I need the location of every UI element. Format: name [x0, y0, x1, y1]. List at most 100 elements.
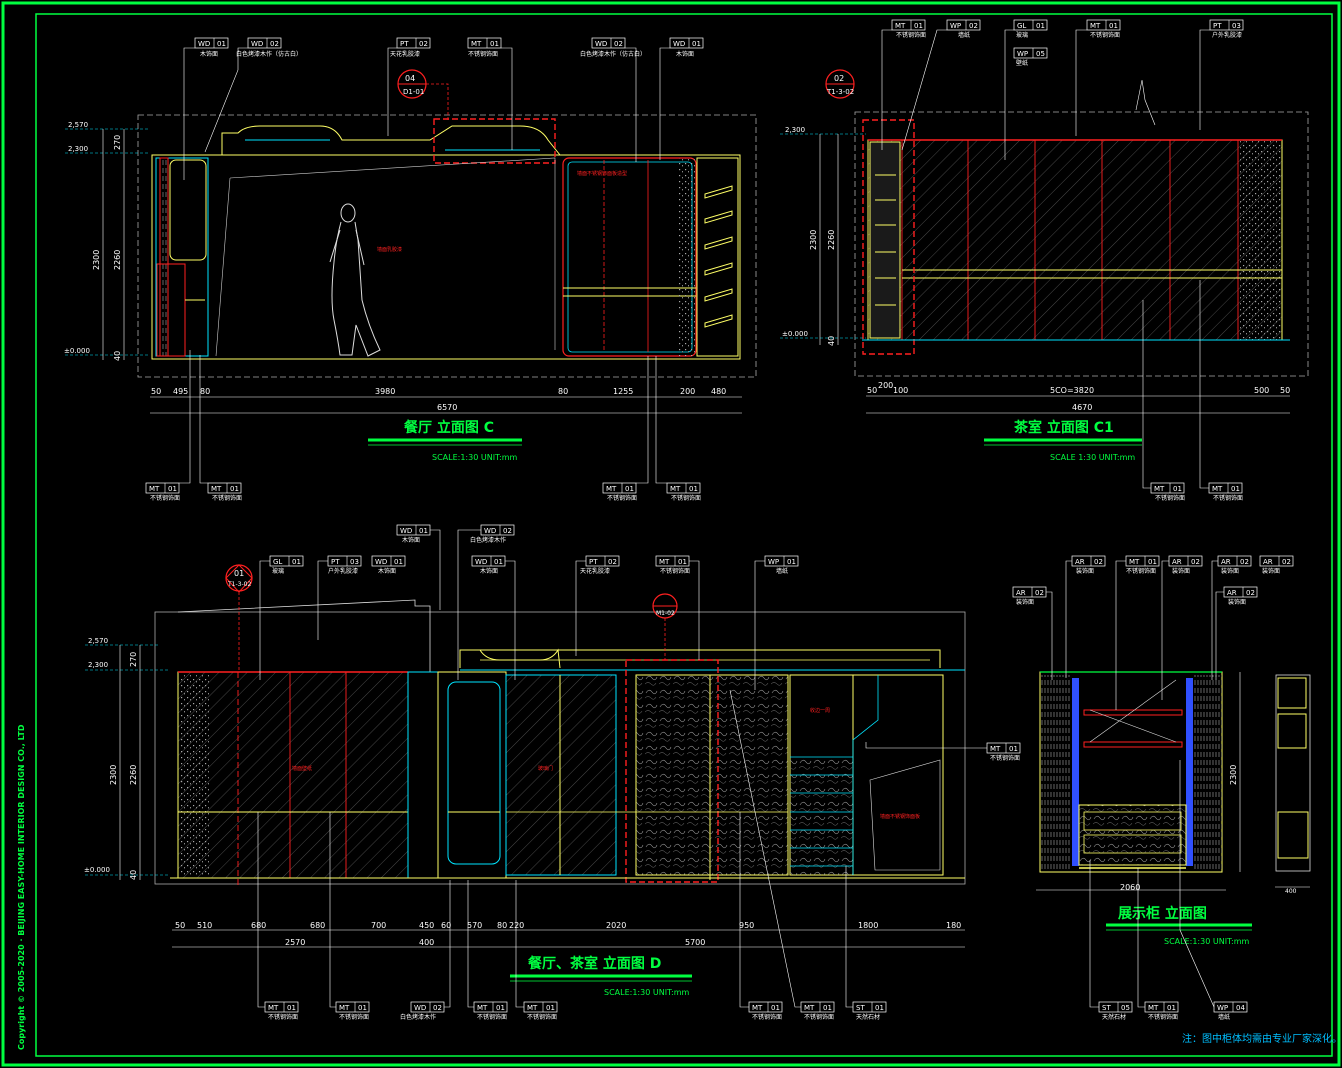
bdim: 950	[739, 921, 754, 930]
tag-description: 装饰面	[1076, 567, 1094, 575]
bdim: 80	[558, 387, 568, 396]
tag-description: 户外乳胶漆	[328, 567, 358, 575]
tag-description: 墙纸	[1218, 1013, 1230, 1021]
tag-code: MT	[477, 1004, 488, 1012]
tag-description: 壁纸	[1016, 59, 1028, 67]
bdim: 400	[1285, 888, 1297, 895]
tag-description: 不锈钢饰面	[607, 494, 637, 502]
tag-code: MT	[149, 485, 160, 493]
tag-line	[1086, 19, 1121, 31]
tag-code: GL	[273, 558, 282, 566]
tag-line	[1013, 19, 1048, 31]
bdim: 700	[371, 921, 386, 930]
view-title: 茶室 立面图 C1	[1013, 419, 1114, 436]
tag-code: WD	[595, 40, 607, 48]
section-ref: D1-01	[403, 88, 424, 96]
elevation-c1: 02 T1-3-02 2,300 ±0.000 2300 2260 40 50 …	[780, 19, 1309, 502]
vdim: 40	[827, 336, 836, 346]
tag-code: WD	[400, 527, 412, 535]
tag-code: 01	[823, 1004, 832, 1012]
tag-line	[575, 560, 586, 656]
bdim: 220	[509, 921, 524, 930]
tag-description: 不锈钢饰面	[339, 1013, 369, 1021]
bdim: 60	[441, 921, 451, 930]
elevation-d: 墙面壁纸 玻璃门 收边一周	[84, 524, 1021, 1021]
tag-line	[1065, 560, 1072, 678]
tag-code: MT	[1090, 22, 1101, 30]
bdim: 50	[175, 921, 185, 930]
tag-description: 不锈钢饰面	[1148, 1013, 1178, 1021]
vdim: 2300	[109, 765, 118, 785]
tag-line	[183, 47, 195, 180]
tag-description: 不锈钢饰面	[896, 31, 926, 39]
tag-line	[145, 482, 180, 494]
view-title: 餐厅、茶室 立面图 D	[527, 955, 661, 972]
tag-code: MT	[339, 1004, 350, 1012]
tag-code: WP	[768, 558, 779, 566]
tag-code: PT	[400, 40, 409, 48]
red-note-paint: 墙面乳胶漆	[377, 246, 402, 253]
section-marker-d1: 01 T1-3-02	[225, 564, 253, 672]
level-marks-c: 2,570 2,300 ±0.000 270 2300 2260 40	[64, 121, 150, 361]
tag-code: MT	[471, 40, 482, 48]
bdim: 495	[173, 387, 188, 396]
tag-description: 装饰面	[1221, 567, 1239, 575]
tag-line	[1137, 868, 1145, 1008]
level-2570: 2,570	[68, 121, 88, 129]
tag-description: 墙纸	[776, 567, 788, 575]
level-marks-c1: 2,300 ±0.000 2300 2260 40	[780, 126, 866, 346]
tag-line	[666, 482, 701, 494]
tag-code: 02	[433, 1004, 442, 1012]
level-2300: 2,300	[68, 145, 88, 153]
tag-line	[1075, 29, 1087, 136]
tag-code: 05	[1036, 50, 1045, 58]
tag-code: 02	[1240, 558, 1249, 566]
tag-description: 装饰面	[1172, 567, 1190, 575]
tag-code: 01	[1148, 558, 1157, 566]
level-000: ±0.000	[64, 347, 90, 355]
tag-line	[515, 880, 524, 1008]
tag-code: ST	[856, 1004, 865, 1012]
tag-description: 木饰面	[378, 567, 396, 575]
tag-line	[1199, 29, 1210, 130]
tag-code: MT	[752, 1004, 763, 1012]
tag-line	[199, 355, 208, 484]
tag-code: WD	[414, 1004, 426, 1012]
sdim: 400	[419, 938, 434, 947]
overall-dim: 6570	[437, 403, 457, 412]
tag-code: MT	[606, 485, 617, 493]
tag-line	[204, 47, 248, 153]
tag-code: 01	[1109, 22, 1118, 30]
tag-code: 01	[1173, 485, 1182, 493]
level-000: ±0.000	[84, 866, 110, 874]
tag-code: 01	[546, 1004, 555, 1012]
tag-code: 01	[168, 485, 177, 493]
tag-code: WD	[375, 558, 387, 566]
bottom-dims-c1: 50 200 100 5CO=3820 500 50 4670	[866, 381, 1290, 414]
tag-code: 01	[419, 527, 428, 535]
level-marks-d: 2,570 2,300 ±0.000 270 2300 2260 40	[84, 637, 170, 880]
tag-line	[1259, 555, 1294, 567]
bottom-dims-c: 50 495 80 3980 80 1255 200 480 6570	[150, 387, 742, 414]
tag-line	[259, 560, 270, 680]
vdim: 2260	[129, 765, 138, 785]
tag-line	[247, 37, 282, 49]
tag-line	[669, 37, 704, 49]
tag-description: 天然石材	[856, 1013, 880, 1021]
tag-description: 不锈钢饰面	[990, 754, 1020, 762]
